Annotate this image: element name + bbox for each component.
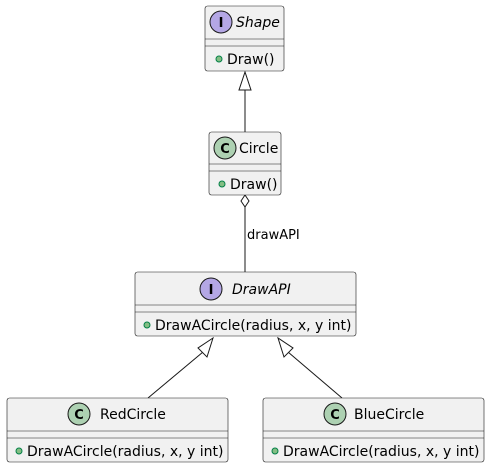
class-redcircle[interactable]: C RedCircle DrawACircle(radius, x, y int… bbox=[6, 397, 229, 463]
class-badge-letter: C bbox=[220, 142, 230, 157]
interface-badge-letter: I bbox=[209, 283, 214, 298]
method: Draw() bbox=[227, 52, 275, 68]
public-method-icon bbox=[15, 447, 23, 455]
inherit-arrowhead-shape bbox=[238, 70, 252, 91]
public-method-icon bbox=[143, 321, 151, 329]
method: DrawACircle(radius, x, y int) bbox=[155, 318, 352, 334]
method: DrawACircle(radius, x, y int) bbox=[27, 444, 224, 460]
edge-label-drawapi: drawAPI bbox=[247, 228, 300, 243]
aggregation-diamond bbox=[240, 194, 250, 208]
inherit-arrowhead-blue bbox=[277, 336, 294, 358]
class-badge-letter: C bbox=[330, 408, 340, 423]
class-name: DrawAPI bbox=[232, 282, 291, 298]
interface-badge-icon bbox=[209, 10, 233, 34]
edge-redcircle-drawapi bbox=[147, 351, 204, 399]
class-bluecircle[interactable]: C BlueCircle DrawACircle(radius, x, y in… bbox=[262, 397, 485, 463]
class-badge-letter: C bbox=[74, 408, 84, 423]
class-circle[interactable]: C Circle Draw() bbox=[208, 131, 282, 196]
public-method-icon bbox=[271, 447, 279, 455]
class-name: BlueCircle bbox=[354, 407, 424, 423]
public-method-icon bbox=[215, 55, 223, 63]
method: Draw() bbox=[230, 177, 278, 193]
inherit-arrowhead-red bbox=[197, 336, 214, 358]
class-badge-icon bbox=[67, 402, 91, 426]
class-badge-icon bbox=[213, 136, 237, 160]
class-shape[interactable]: I Shape Draw() bbox=[204, 5, 285, 72]
class-badge-icon bbox=[323, 402, 347, 426]
method: DrawACircle(radius, x, y int) bbox=[283, 444, 480, 460]
class-name: Shape bbox=[236, 15, 280, 31]
class-name: Circle bbox=[239, 141, 278, 157]
class-drawapi[interactable]: I DrawAPI DrawACircle(radius, x, y int) bbox=[134, 271, 357, 337]
public-method-icon bbox=[218, 180, 226, 188]
interface-badge-letter: I bbox=[219, 16, 224, 31]
interface-badge-icon bbox=[199, 277, 223, 301]
edge-bluecircle-drawapi bbox=[287, 351, 343, 399]
class-name: RedCircle bbox=[100, 407, 166, 423]
